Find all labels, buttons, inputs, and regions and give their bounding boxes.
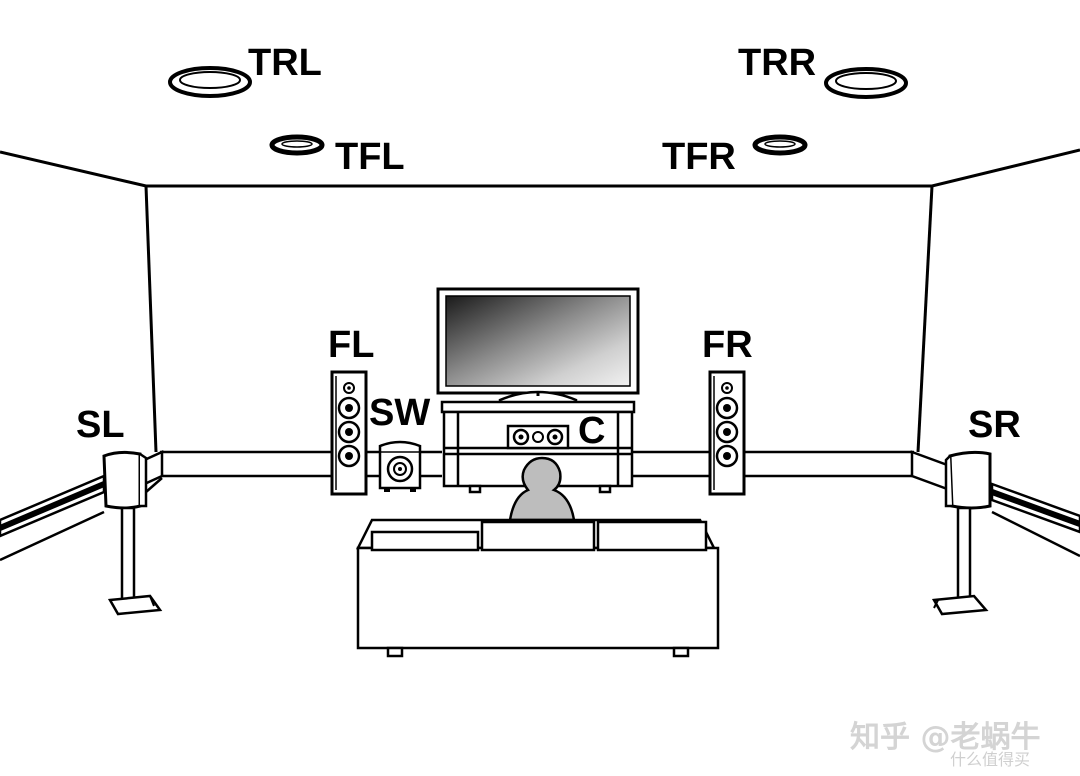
ceiling-speaker-icon <box>168 66 252 98</box>
label-tfl: TFL <box>335 136 405 178</box>
watermark-subtext: 什么值得买 <box>950 750 1031 769</box>
baseboard-right <box>910 450 1080 558</box>
label-trl: TRL <box>248 42 322 84</box>
watermark: 知乎 @老蜗牛 什么值得买 <box>850 712 1041 769</box>
label-fr: FR <box>702 324 753 366</box>
ceiling-speaker-icon <box>752 134 808 156</box>
label-sl: SL <box>76 404 125 446</box>
ceiling-speaker-icon <box>269 134 325 156</box>
label-fl: FL <box>328 324 375 366</box>
label-sr: SR <box>968 404 1021 446</box>
room-walls <box>0 148 1080 453</box>
label-tfr: TFR <box>662 136 736 178</box>
ceiling-speaker-icon <box>824 67 908 99</box>
tower-speaker-icon <box>708 370 746 496</box>
sofa-icon <box>355 518 720 658</box>
center-speaker-icon <box>506 424 570 450</box>
watermark-text: 知乎 @老蜗牛 <box>850 720 1041 755</box>
label-sw: SW <box>369 392 431 434</box>
label-trr: TRR <box>738 42 817 84</box>
tower-speaker-icon <box>330 370 368 496</box>
surround-speaker-icon <box>931 450 992 616</box>
subwoofer-icon <box>378 440 422 492</box>
label-c: C <box>578 410 606 452</box>
tv-icon <box>436 287 640 406</box>
surround-speaker-icon <box>102 450 163 616</box>
listener-icon <box>508 456 576 522</box>
